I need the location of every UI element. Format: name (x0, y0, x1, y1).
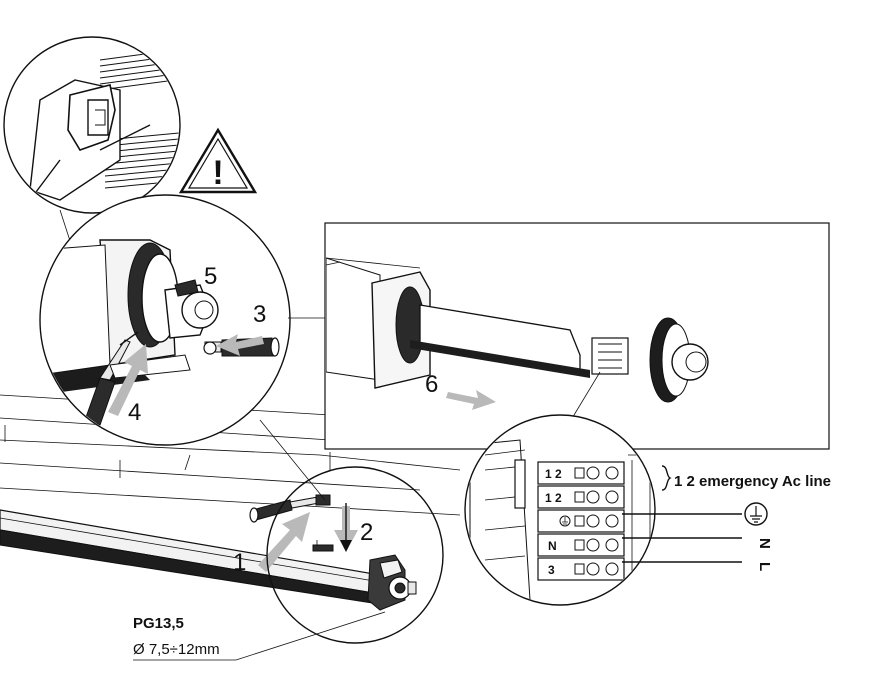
terminal-label-row5: 3 (548, 563, 555, 577)
emergency-bracket (661, 465, 672, 491)
mounting-clip (312, 540, 334, 552)
warning-symbol: ! (212, 154, 223, 192)
ceiling-planks (0, 394, 461, 516)
luminaire-body (0, 509, 417, 611)
magnify-circle-clip (3, 36, 181, 214)
terminal-earth-symbol (559, 515, 571, 527)
terminal-label-row4: N (548, 539, 557, 553)
step-5-label: 5 (204, 263, 217, 290)
step-1-label: 1 (233, 549, 246, 576)
terminal-label-row2: 1 2 (545, 491, 562, 505)
gland-model-label: PG13,5 (133, 615, 184, 632)
terminal-label-row1: 1 2 (545, 467, 562, 481)
line-label: L (756, 562, 773, 571)
arrow-step-6 (446, 390, 496, 410)
arrow-step-1 (258, 512, 310, 572)
leader-line (259, 419, 326, 501)
step-2-label: 2 (360, 519, 373, 546)
magnify-circle-terminal: 1 2 1 2 N 3 (464, 414, 656, 606)
step-4-label: 4 (128, 399, 141, 426)
neutral-label: N (756, 538, 773, 549)
arrow-step-2 (334, 503, 358, 552)
earth-ground-icon (744, 502, 768, 526)
magnify-circle-endcap (266, 466, 444, 644)
wire-lines (622, 513, 742, 563)
arrow-step-4 (108, 344, 148, 416)
emergency-line-label: 1 2 emergency Ac line (674, 473, 831, 490)
detail-box-driver (324, 222, 830, 450)
step-3-label: 3 (253, 301, 266, 328)
screwdriver-tool (249, 494, 331, 523)
warning-icon: ! (178, 127, 258, 194)
magnify-circle-cap (39, 194, 291, 446)
arrow-step-3 (216, 334, 264, 356)
step-6-label: 6 (425, 371, 438, 398)
gland-cable-range-label: Ø 7,5÷12mm (133, 641, 220, 658)
gland-leader-line (133, 611, 386, 661)
